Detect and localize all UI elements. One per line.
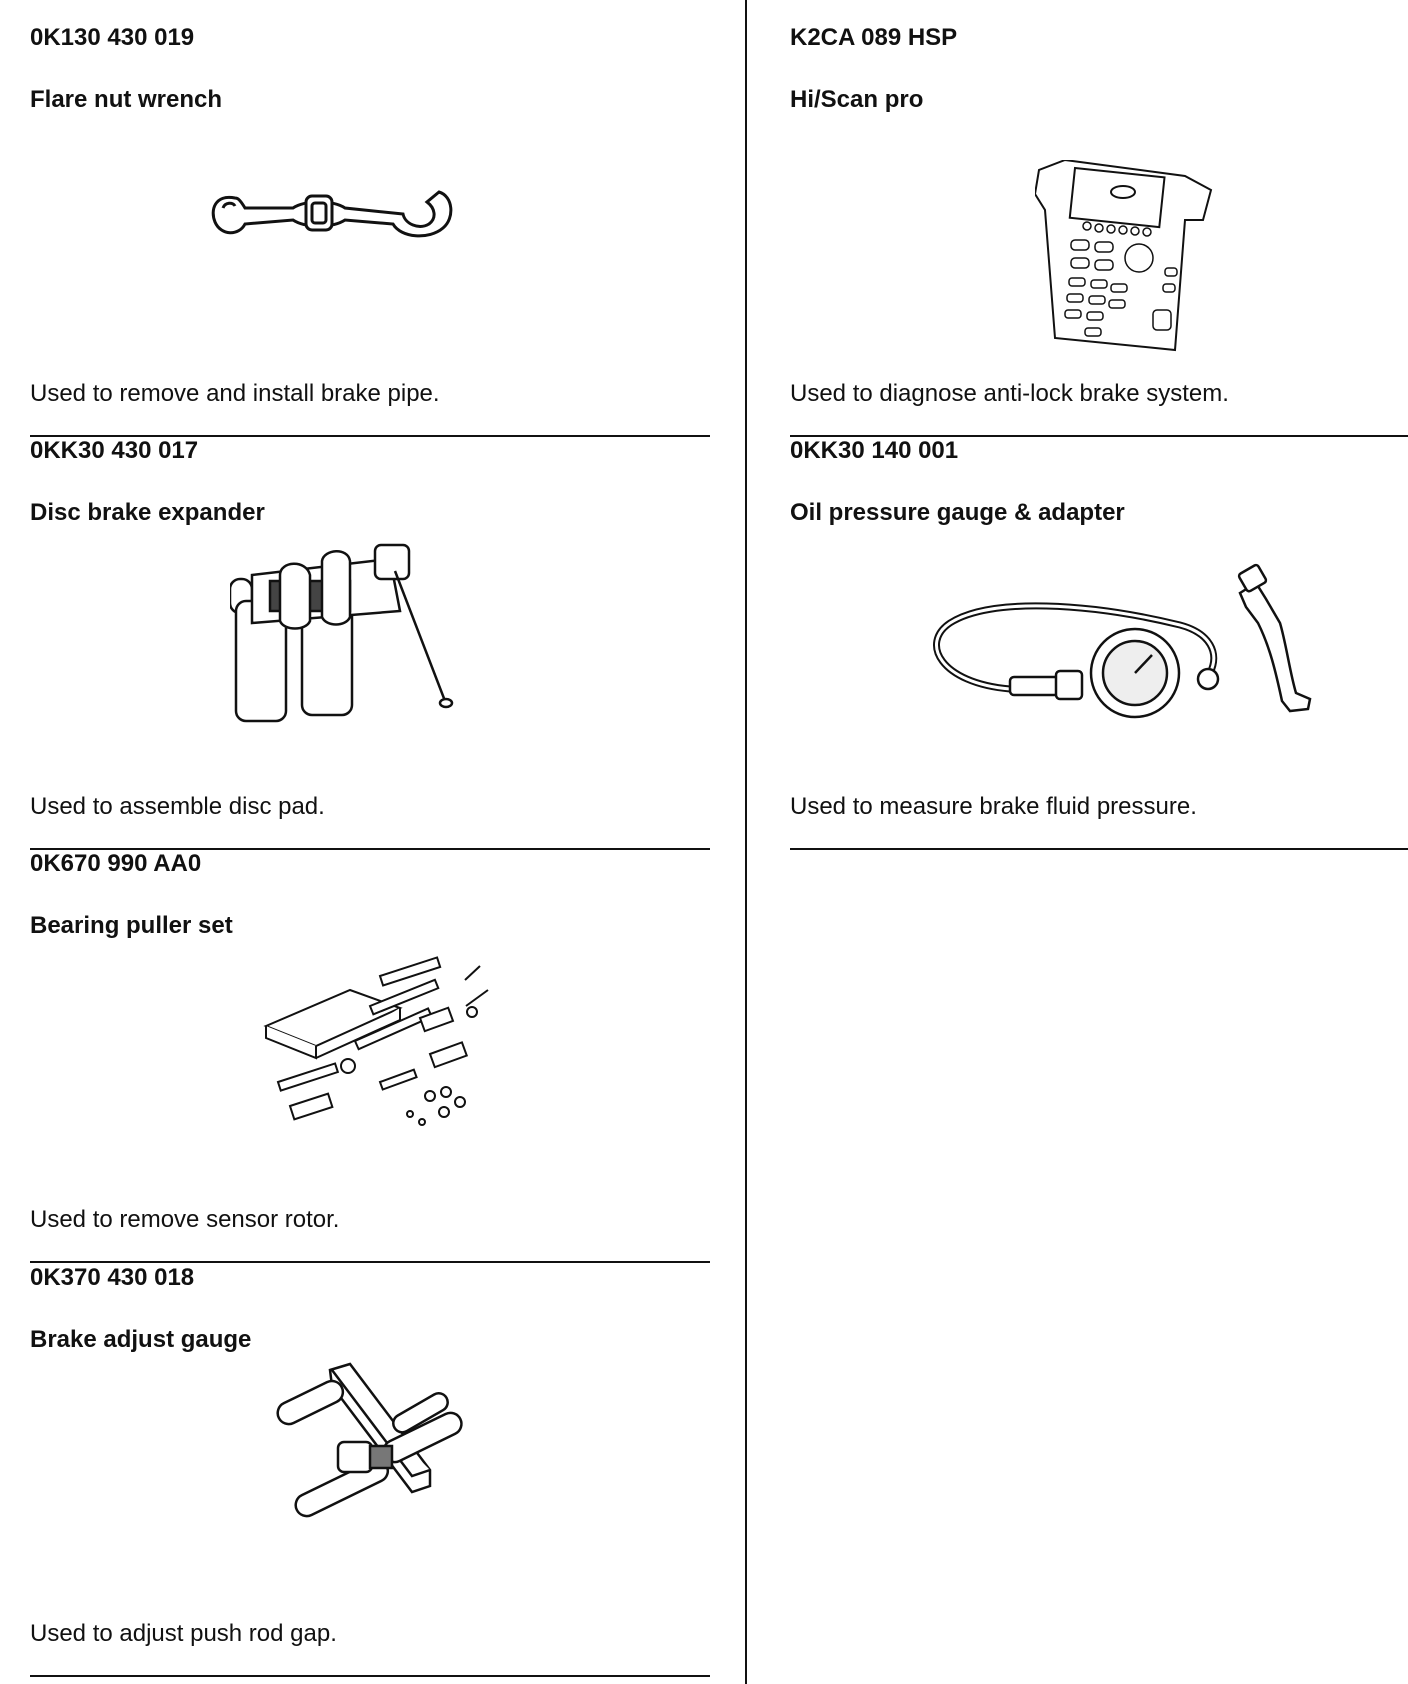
tool-figure xyxy=(30,956,710,1186)
bearing-puller-set-icon xyxy=(260,946,510,1136)
part-number: K2CA 089 HSP xyxy=(790,24,958,51)
divider xyxy=(30,848,710,850)
tool-entry: 0K130 430 019 Flare nut wrench Used to r… xyxy=(30,0,710,437)
tool-name: Oil pressure gauge & adapter xyxy=(790,499,1125,526)
tool-name: Bearing puller set xyxy=(30,912,233,939)
column-divider xyxy=(745,0,747,1684)
tool-name: Disc brake expander xyxy=(30,499,265,526)
divider xyxy=(30,1675,710,1677)
disc-brake-expander-icon xyxy=(230,541,490,736)
tool-usage: Used to remove and install brake pipe. xyxy=(30,380,440,407)
part-number: 0K670 990 AA0 xyxy=(30,850,202,877)
part-number: 0K130 430 019 xyxy=(30,24,195,51)
divider xyxy=(30,1261,710,1263)
tool-entry: 0K670 990 AA0 Bearing puller set xyxy=(30,826,710,1263)
tool-usage: Used to assemble disc pad. xyxy=(30,793,325,820)
tool-usage: Used to measure brake fluid pressure. xyxy=(790,793,1197,820)
tool-entry: 0KK30 140 001 Oil pressure gauge & adapt… xyxy=(790,413,1408,850)
tool-usage: Used to remove sensor rotor. xyxy=(30,1206,340,1233)
oil-pressure-gauge-icon xyxy=(920,563,1320,733)
divider xyxy=(30,435,710,437)
tool-figure xyxy=(30,1370,710,1600)
tool-entry: 0K370 430 018 Brake adjust gauge Used to… xyxy=(30,1240,710,1677)
tool-name: Flare nut wrench xyxy=(30,86,223,113)
part-number: 0KK30 430 017 xyxy=(30,437,199,464)
tool-name: Hi/Scan pro xyxy=(790,86,924,113)
tool-usage: Used to adjust push rod gap. xyxy=(30,1620,337,1647)
flare-nut-wrench-icon xyxy=(205,180,475,250)
hi-scan-pro-icon xyxy=(1035,160,1215,355)
tool-figure xyxy=(790,130,1408,360)
divider xyxy=(790,848,1408,850)
tool-name: Brake adjust gauge xyxy=(30,1326,252,1353)
divider xyxy=(790,435,1408,437)
brake-adjust-gauge-icon xyxy=(270,1350,470,1550)
tool-figure xyxy=(30,543,710,773)
tool-figure xyxy=(790,543,1408,773)
tool-usage: Used to diagnose anti-lock brake system. xyxy=(790,380,1229,407)
tool-entry: K2CA 089 HSP Hi/Scan pro xyxy=(790,0,1408,437)
part-number: 0KK30 140 001 xyxy=(790,437,959,464)
part-number: 0K370 430 018 xyxy=(30,1264,195,1291)
tool-figure xyxy=(30,130,710,360)
tool-entry: 0KK30 430 017 Disc brake expander Used t xyxy=(30,413,710,850)
